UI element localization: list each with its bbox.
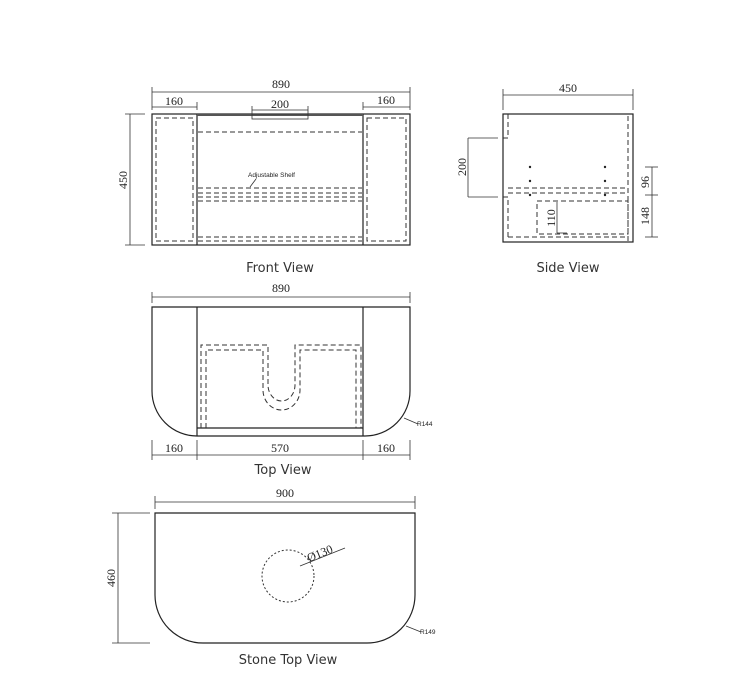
top-view: 890 160 570 160 R144 Top View bbox=[151, 281, 433, 478]
dim-110-label: 110 bbox=[544, 209, 558, 227]
stone-radius-label: R149 bbox=[420, 629, 436, 636]
side-view-caption: Side View bbox=[536, 261, 599, 276]
front-height-label: 450 bbox=[116, 171, 130, 189]
top-radius-label: R144 bbox=[417, 421, 433, 428]
side-view: 450 200 96 148 110 Side View bbox=[455, 81, 658, 276]
stone-top-view: Ø130 900 460 R149 Stone Top View bbox=[104, 486, 436, 668]
handle bbox=[251, 113, 309, 120]
front-right-label: 160 bbox=[377, 93, 395, 107]
basin-hole bbox=[261, 549, 315, 603]
shelf-note: Adjustable Shelf bbox=[248, 172, 295, 179]
side-upper-label: 200 bbox=[455, 158, 469, 176]
stone-depth-label: 460 bbox=[104, 569, 118, 587]
front-view-caption: Front View bbox=[246, 261, 314, 276]
front-left-label: 160 bbox=[165, 94, 183, 108]
front-view: 890 160 160 200 450 Adjustable Shelf Fro… bbox=[116, 77, 411, 276]
stone-top-view-caption: Stone Top View bbox=[239, 653, 338, 668]
dim-148-label: 148 bbox=[638, 207, 652, 225]
stone-width-label: 900 bbox=[276, 486, 294, 500]
top-width-label: 890 bbox=[272, 281, 290, 295]
top-right-label: 160 bbox=[377, 441, 395, 455]
top-view-caption: Top View bbox=[254, 463, 312, 478]
side-depth-label: 450 bbox=[559, 81, 577, 95]
handle-label: 200 bbox=[271, 97, 289, 111]
top-left-label: 160 bbox=[165, 441, 183, 455]
top-middle-label: 570 bbox=[271, 441, 289, 455]
dim-96-label: 96 bbox=[638, 176, 652, 188]
front-width-label: 890 bbox=[272, 77, 290, 91]
hole-diameter-label: Ø130 bbox=[305, 542, 335, 565]
